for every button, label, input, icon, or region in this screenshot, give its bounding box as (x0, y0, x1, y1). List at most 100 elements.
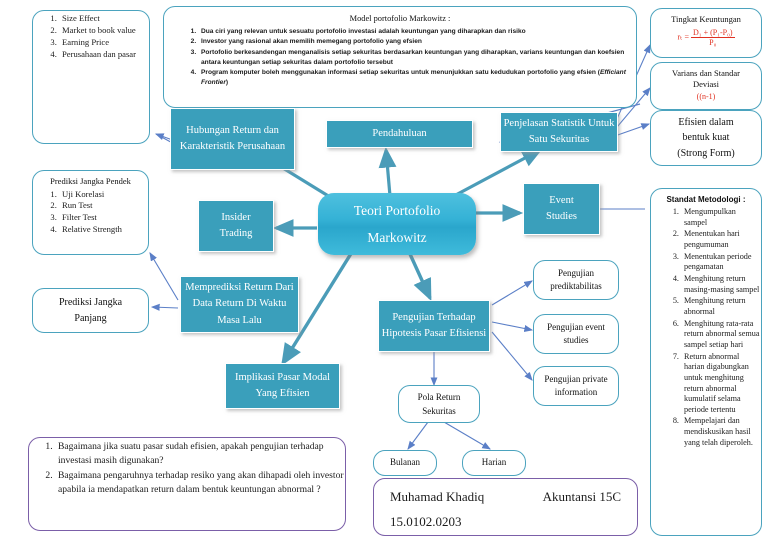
list-item: Uji Korelasi (59, 189, 148, 200)
prediksi-jangka-pendek-box: Prediksi Jangka Pendek Uji Korelasi Run … (32, 170, 149, 255)
varians-standar-deviasi-box: Varians dan Standar Deviasi ((n-1) (650, 62, 762, 110)
formula-numerator: D₁ + (P₁-P₀) (691, 27, 735, 38)
discussion-questions-box: Bagaimana jika suatu pasar sudah efisien… (28, 437, 346, 531)
pengujian-hipotesis-label: Pengujian Terhadap Hipotesis Pasar Efisi… (381, 311, 487, 339)
list-item: Menghitung return masing-masing sampel (681, 274, 761, 295)
tingkat-keuntungan-title: Tingkat Keuntungan (671, 14, 741, 24)
event-studies-box[interactable]: Event Studies (523, 183, 600, 235)
central-node-teori-portofolio-markowitz[interactable]: Teori Portofolio Markowitz (318, 193, 476, 255)
list-item: Run Test (59, 200, 148, 211)
insider-line1: Insider (221, 211, 251, 223)
methodology-title: Standat Metodologi : (666, 195, 746, 204)
model-portofolio-markowitz-box: Model portofolio Markowitz : Dua ciri ya… (163, 6, 637, 108)
private-info-line1: Pengujian private (544, 373, 608, 384)
bulanan-label: Bulanan (390, 457, 420, 468)
penjelasan-statistik-label: Penjelasan Statistik Untuk Satu Sekurita… (503, 117, 615, 145)
penjelasan-statistik-box[interactable]: Penjelasan Statistik Untuk Satu Sekurita… (500, 112, 618, 152)
varians-formula: ((n-1) (696, 92, 716, 102)
list-item: Perusahaan dan pasar (59, 49, 149, 60)
list-item: Menentukan hari pengumuman (681, 229, 761, 250)
prediksi-jangka-panjang-box: Prediksi Jangka Panjang (32, 288, 149, 333)
list-item: Market to book value (59, 25, 149, 36)
prediksi-panjang-line1: Prediksi Jangka (58, 297, 123, 308)
list-item: Bagaimana pengaruhnya terhadap resiko ya… (55, 469, 345, 496)
hubungan-return-label: Hubungan Return dan Karakteristik Perusa… (179, 124, 286, 152)
event-studies-child-text: Pengujian event studies (534, 315, 618, 353)
pengujian-prediktabilitas-box: Pengujian prediktabilitas (533, 260, 619, 300)
efisien-kuat-line2: bentuk kuat (682, 132, 730, 144)
pola-return-text: Pola Return Sekuritas (399, 386, 479, 422)
hub-line2: Markowitz (367, 230, 427, 245)
hubungan-return-karakteristik-box[interactable]: Hubungan Return dan Karakteristik Perusa… (170, 108, 295, 170)
list-item: Menghitung return abnormal (681, 296, 761, 317)
event-studies-line2: Studies (546, 211, 577, 222)
standat-metodologi-box: Standat Metodologi : Mengumpulkan sampel… (650, 188, 762, 536)
varians-title-line1: Varians dan Standar (672, 68, 740, 78)
formula-lhs: rₜ = (677, 31, 689, 41)
list-item: Return abnormal harian digabungkan untuk… (681, 352, 761, 416)
insider-line2: Trading (219, 228, 253, 239)
signature-row-1: Muhamad Khadiq Akuntansi 15C (374, 485, 637, 510)
memprediksi-return-label: Memprediksi Return Dari Data Return Di W… (185, 282, 294, 326)
author-signature-box: Muhamad Khadiq Akuntansi 15C 15.0102.020… (373, 478, 638, 536)
event-studies-child-line1: Pengujian event (547, 321, 605, 332)
model-box-title: Model portofolio Markowitz : (349, 14, 451, 23)
prediktabilitas-line2: prediktabilitas (550, 281, 602, 291)
author-class: Akuntansi 15C (542, 489, 621, 504)
list-item: Bagaimana jika suatu pasar sudah efisien… (55, 440, 345, 467)
size-effect-list: Size Effect Market to book value Earning… (33, 13, 149, 60)
list-item: Menentukan periode pengamatan (681, 252, 761, 273)
varians-title: Varians dan Standar Deviasi (651, 63, 761, 89)
pola-return-line1: Pola Return (417, 391, 461, 402)
pendahuluan-label: Pendahuluan (372, 127, 427, 139)
insider-trading-box[interactable]: Insider Trading (198, 200, 274, 252)
efficient-frontier-term: Efficiant Frontier (201, 69, 626, 87)
author-name: Muhamad Khadiq (390, 489, 485, 504)
harian-box: Harian (462, 450, 526, 476)
event-studies-child-line2: studies (563, 335, 589, 345)
harian-label: Harian (481, 457, 507, 468)
private-info-text: Pengujian private information (534, 367, 618, 405)
list-item: Portofolio berkesandengan menganalisis s… (198, 48, 636, 68)
author-nim: 15.0102.0203 (390, 513, 462, 529)
model-box-list: Dua ciri yang relevan untuk sesuatu port… (164, 27, 636, 89)
list-item: Filter Test (59, 212, 148, 223)
list-item: Investor yang rasional akan memilih meme… (198, 37, 636, 47)
questions-list: Bagaimana jika suatu pasar sudah efisien… (29, 440, 345, 496)
list-item: Mempelajari dan mendiskusikan hasil yang… (681, 416, 761, 448)
event-studies-line1: Event (549, 194, 574, 206)
pengujian-event-studies-box: Pengujian event studies (533, 314, 619, 354)
pengujian-hipotesis-box[interactable]: Pengujian Terhadap Hipotesis Pasar Efisi… (378, 300, 490, 352)
prediktabilitas-text: Pengujian prediktabilitas (534, 261, 618, 299)
private-info-line2: information (554, 387, 598, 397)
implikasi-pasar-modal-box[interactable]: Implikasi Pasar Modal Yang Efisien (225, 363, 340, 409)
size-effect-list-box: Size Effect Market to book value Earning… (32, 10, 150, 144)
methodology-list: Mengumpulkan sampel Menentukan hari peng… (651, 207, 761, 448)
pola-return-sekuritas-box: Pola Return Sekuritas (398, 385, 480, 423)
hub-line1: Teori Portofolio (353, 203, 441, 218)
memprediksi-return-box[interactable]: Memprediksi Return Dari Data Return Di W… (180, 276, 299, 333)
pengujian-private-information-box: Pengujian private information (533, 366, 619, 406)
list-item: Size Effect (59, 13, 149, 24)
efisien-kuat-line1: Efisien dalam (678, 116, 734, 128)
bulanan-box: Bulanan (373, 450, 437, 476)
list-item: Menghitung rata-rata return abnormal sem… (681, 319, 761, 351)
list-item: Dua ciri yang relevan untuk sesuatu port… (198, 27, 636, 37)
pola-return-line2: Sekuritas (422, 406, 456, 416)
efisien-kuat-text: Efisien dalam bentuk kuat (Strong Form) (651, 111, 761, 165)
efisien-bentuk-kuat-box: Efisien dalam bentuk kuat (Strong Form) (650, 110, 762, 166)
pendahuluan-box[interactable]: Pendahuluan (326, 120, 473, 148)
list-item: Program komputer boleh menggunakan infor… (198, 68, 636, 88)
varians-title-line2: Deviasi (693, 78, 719, 89)
list-item: Relative Strength (59, 224, 148, 235)
signature-row-2: 15.0102.0203 (374, 510, 637, 535)
signature-inner: Muhamad Khadiq Akuntansi 15C 15.0102.020… (374, 479, 637, 534)
list-item: Mengumpulkan sampel (681, 207, 761, 228)
efisien-kuat-line3: (Strong Form) (677, 147, 735, 159)
list-item: Earning Price (59, 37, 149, 48)
prediksi-panjang-text: Prediksi Jangka Panjang (33, 289, 148, 332)
implikasi-label: Implikasi Pasar Modal Yang Efisien (234, 371, 331, 399)
return-formula: rₜ = D₁ + (P₁-P₀) P₀ (651, 28, 761, 47)
prediksi-pendek-list: Uji Korelasi Run Test Filter Test Relati… (33, 189, 148, 236)
